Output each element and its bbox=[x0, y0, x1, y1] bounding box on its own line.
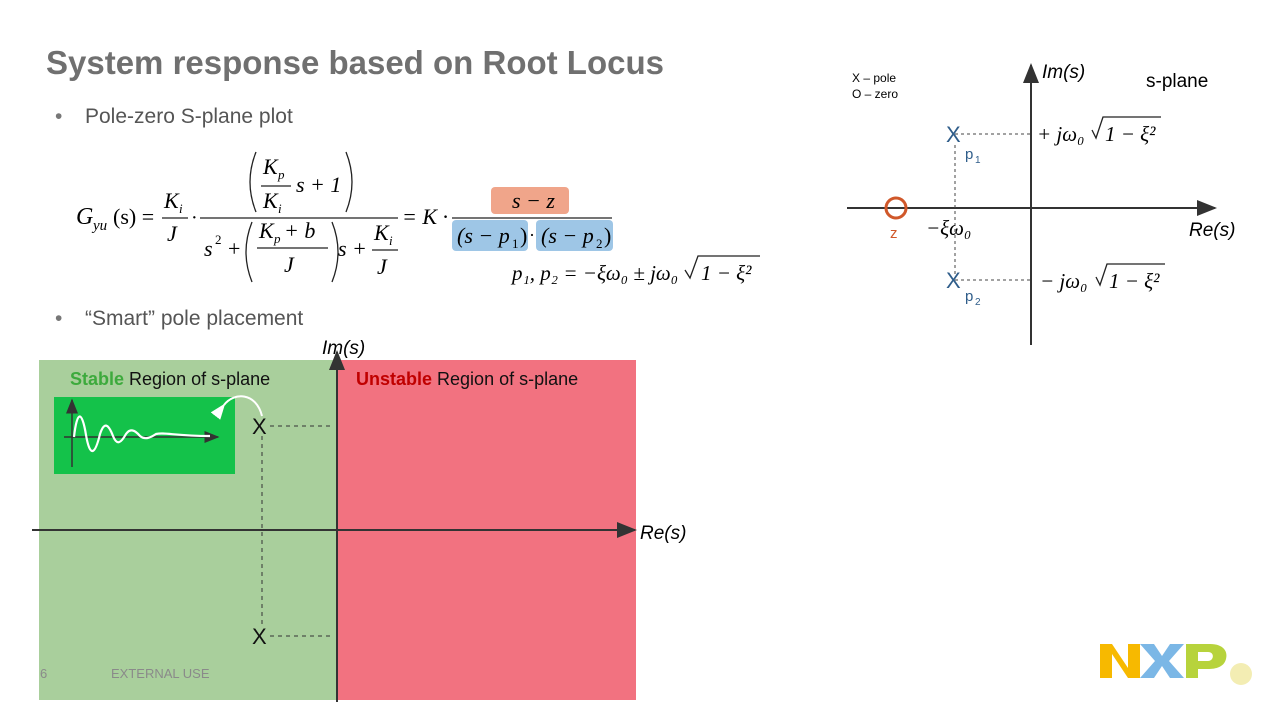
tf-kp-den-sub: p bbox=[273, 231, 281, 246]
pole-1-marker: X bbox=[946, 122, 961, 147]
legend-zero: O – zero bbox=[852, 87, 898, 101]
tf-pole-formula: p₁, p₂ = −ξω₀ ± jω₀ bbox=[510, 261, 678, 285]
tf-s-plus-1: s + 1 bbox=[296, 172, 341, 197]
tf-paren-left bbox=[249, 151, 257, 213]
region-im-axis-label: Im(s) bbox=[322, 338, 365, 359]
bullet-text: “Smart” pole placement bbox=[85, 307, 304, 330]
tf-s2-sup: 2 bbox=[215, 232, 222, 247]
tf-plus: + bbox=[228, 236, 240, 261]
bullet-dot: • bbox=[55, 307, 63, 330]
tf-sqrt-content: 1 − ξ² bbox=[701, 261, 752, 285]
tf-close-paren: ) bbox=[604, 223, 611, 248]
tf-kp: K bbox=[262, 154, 279, 179]
zero-marker bbox=[884, 196, 908, 220]
stable-word: Stable bbox=[70, 369, 124, 389]
tf-pole-factor-1: (s − p bbox=[457, 223, 510, 248]
tf-equals-k: = K · bbox=[402, 204, 448, 229]
tf-ki-den: K bbox=[373, 220, 390, 245]
tf-ki-inner-sub: i bbox=[278, 201, 282, 216]
logo-x-shape bbox=[1140, 644, 1184, 678]
tf-kp-den: K bbox=[258, 218, 275, 243]
pole-1-label: p bbox=[965, 146, 973, 163]
sqrt-sign bbox=[1095, 263, 1165, 287]
pole-factor-2-highlight bbox=[536, 220, 613, 251]
unstable-rest: Region of s-plane bbox=[432, 369, 578, 389]
pole-marker-upper: X bbox=[252, 414, 267, 439]
tf-paren-right bbox=[331, 221, 339, 283]
tf-s-plus: s + bbox=[338, 236, 367, 261]
tf-lhs-arg: (s) = bbox=[113, 204, 154, 229]
tf-ki-den-sub: i bbox=[389, 233, 393, 248]
tf-pole-factor-1-sub: 1 bbox=[512, 236, 519, 251]
pole-2-marker: X bbox=[946, 268, 961, 293]
tf-kp-sub: p bbox=[277, 167, 285, 182]
imag-plus-label: + jω₀ bbox=[1037, 122, 1084, 146]
pole-1-sub: 1 bbox=[975, 155, 981, 166]
pole-2-label: p bbox=[965, 288, 973, 305]
tf-paren-left bbox=[245, 221, 253, 283]
real-part-label: −ξω₀ bbox=[926, 216, 971, 240]
tf-j: J bbox=[167, 221, 178, 246]
tf-ki-sub: i bbox=[179, 201, 183, 216]
tf-dot: · bbox=[529, 225, 535, 245]
tf-ki-inner: K bbox=[262, 188, 279, 213]
tf-dot: · bbox=[191, 207, 198, 229]
bullet-smart-pole-placement: • “Smart” pole placement bbox=[55, 307, 303, 331]
splane-pole-zero-diagram: X – pole O – zero s-plane Im(s) Re(s) X … bbox=[847, 62, 1235, 345]
stable-region-label: Stable Region of s-plane bbox=[70, 369, 270, 389]
re-axis-label: Re(s) bbox=[1189, 220, 1235, 241]
damped-oscillation-curve bbox=[72, 415, 211, 453]
pole-2-sub: 2 bbox=[975, 297, 981, 308]
bullet-dot: • bbox=[55, 105, 63, 128]
curved-arrow bbox=[210, 395, 263, 420]
pole-marker-lower: X bbox=[252, 624, 267, 649]
tf-plus-b: + b bbox=[284, 218, 315, 243]
slide-title: System response based on Root Locus bbox=[46, 44, 664, 81]
logo-accent-dot bbox=[1230, 663, 1252, 685]
bullet-text: Pole-zero S-plane plot bbox=[85, 105, 293, 128]
zero-factor-highlight bbox=[491, 187, 569, 214]
bullet-pole-zero-plot: • Pole-zero S-plane plot bbox=[55, 105, 293, 129]
tf-lhs-sub: yu bbox=[91, 218, 107, 234]
tf-ki: K bbox=[163, 188, 180, 213]
nxp-logo bbox=[1100, 644, 1252, 685]
pole-factor-1-highlight bbox=[452, 220, 528, 251]
tf-lhs: G bbox=[76, 204, 93, 230]
logo-n-shape bbox=[1100, 644, 1140, 678]
legend-pole: X – pole bbox=[852, 71, 896, 85]
logo-p-shape bbox=[1186, 644, 1227, 678]
transfer-function-equation: G yu (s) = K i J · K p K i s + 1 s 2 + K… bbox=[76, 151, 760, 285]
tf-zero-factor: s − z bbox=[512, 188, 555, 213]
unstable-word: Unstable bbox=[356, 369, 432, 389]
tf-j-den: J bbox=[284, 252, 295, 277]
tf-s2: s bbox=[204, 236, 213, 261]
sqrt-sign bbox=[684, 255, 760, 280]
tf-pole-factor-2-sub: 2 bbox=[596, 236, 603, 251]
tf-close-paren: ) bbox=[520, 223, 527, 248]
imag-minus-sqrt: 1 − ξ² bbox=[1109, 269, 1160, 293]
unstable-region-label: Unstable Region of s-plane bbox=[356, 369, 578, 389]
splane-title: s-plane bbox=[1146, 71, 1208, 92]
im-axis-label: Im(s) bbox=[1042, 62, 1085, 83]
sqrt-sign bbox=[1091, 116, 1161, 140]
stable-rest: Region of s-plane bbox=[124, 369, 270, 389]
stability-region-diagram: Stable Region of s-plane Unstable Region… bbox=[32, 338, 686, 702]
tf-paren-right bbox=[345, 151, 353, 213]
imag-plus-sqrt: 1 − ξ² bbox=[1105, 122, 1156, 146]
imag-minus-label: − jω₀ bbox=[1040, 269, 1087, 293]
footer-label: EXTERNAL USE bbox=[111, 666, 210, 681]
footer-page-number: 6 bbox=[40, 666, 48, 681]
tf-j-den2: J bbox=[377, 254, 388, 279]
zero-label: z bbox=[890, 225, 898, 242]
region-re-axis-label: Re(s) bbox=[640, 523, 686, 544]
tf-pole-factor-2: (s − p bbox=[541, 223, 594, 248]
